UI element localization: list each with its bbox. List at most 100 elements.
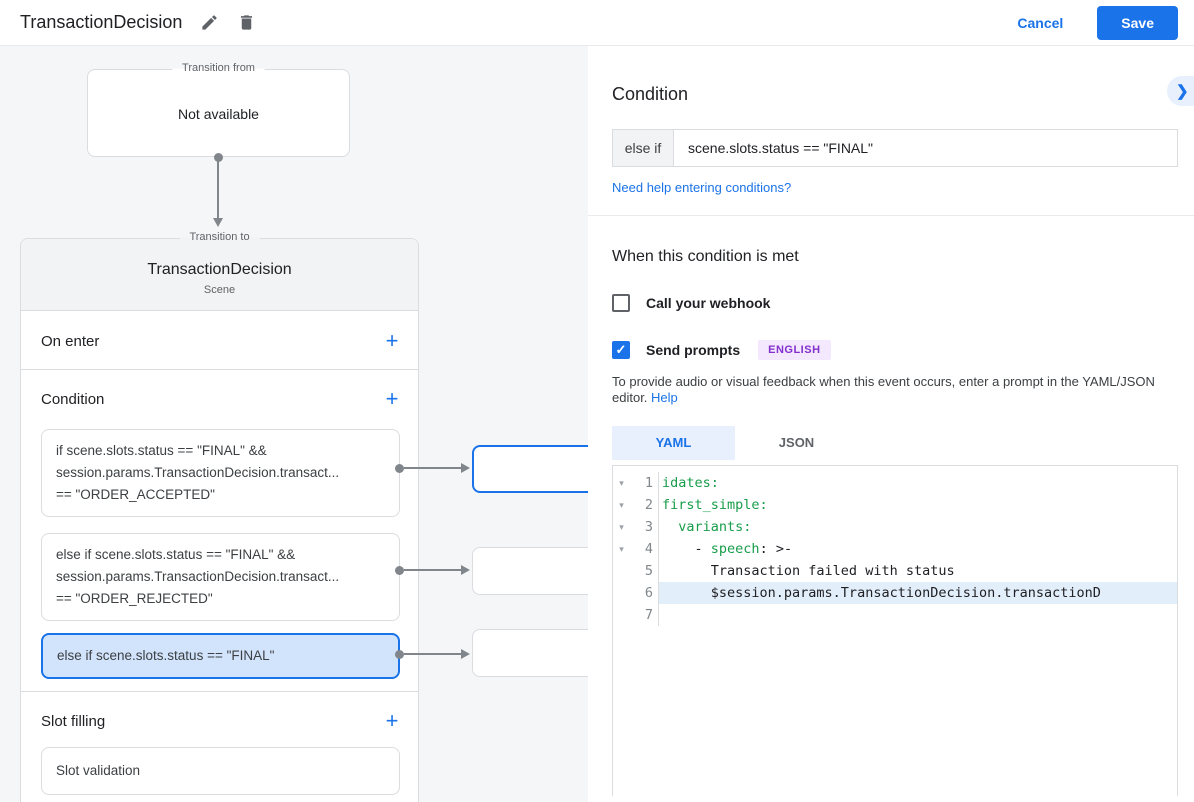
condition-item[interactable]: else if scene.slots.status == "FINAL" — [41, 633, 400, 679]
condition-text-line: == "ORDER_ACCEPTED" — [56, 487, 215, 502]
condition-text-line: if scene.slots.status == "FINAL" && — [56, 443, 267, 458]
fold-arrow-icon[interactable]: ▾ — [619, 544, 624, 554]
add-on-enter-button[interactable]: + — [380, 329, 404, 353]
save-button[interactable]: Save — [1097, 5, 1178, 40]
helper-text: To provide audio or visual feedback when… — [612, 374, 1155, 405]
arrow-down-icon — [213, 218, 223, 227]
fold-spacer — [613, 604, 630, 626]
editor-line: 7 — [613, 604, 1177, 626]
connector-line — [217, 158, 219, 220]
prompt-helper-text: To provide audio or visual feedback when… — [612, 374, 1178, 406]
code-text: Transaction failed with status — [662, 563, 955, 579]
line-number: 7 — [630, 604, 659, 626]
transition-target-node[interactable] — [472, 445, 588, 493]
help-link[interactable]: Help — [651, 390, 678, 405]
checkmark-icon: ✓ — [615, 342, 627, 357]
code-text: $session.params.TransactionDecision.tran… — [659, 582, 1177, 604]
arrow-right-icon — [461, 463, 470, 473]
call-webhook-label: Call your webhook — [646, 295, 771, 311]
panel-title: Condition — [612, 84, 689, 104]
condition-item[interactable]: if scene.slots.status == "FINAL" && sessi… — [41, 429, 400, 517]
scene-flow-diagram: Transition from Not available Transition… — [0, 46, 588, 802]
condition-item[interactable]: else if scene.slots.status == "FINAL" &&… — [41, 533, 400, 621]
send-prompts-label: Send prompts — [646, 342, 741, 358]
panel-divider — [588, 215, 1194, 216]
add-slot-button[interactable]: + — [380, 709, 404, 733]
connector-dot — [395, 650, 404, 659]
connector-line — [404, 653, 462, 655]
slot-validation-label: Slot validation — [56, 763, 141, 778]
connector-line — [404, 569, 462, 571]
line-number: 5 — [630, 560, 659, 582]
code-text — [659, 604, 1177, 626]
chevron-right-icon: ❯ — [1176, 83, 1189, 100]
connector-dot — [395, 464, 404, 473]
condition-text-line: session.params.TransactionDecision.trans… — [56, 569, 340, 584]
transition-from-value: Not available — [178, 106, 259, 122]
scene-name: TransactionDecision — [147, 261, 292, 278]
send-prompts-row: ✓ Send prompts ENGLISH — [612, 340, 1178, 360]
transition-from-node: Transition from Not available — [87, 62, 350, 157]
transition-target-node[interactable] — [472, 547, 588, 595]
arrow-right-icon — [461, 649, 470, 659]
transition-target-node[interactable] — [472, 629, 588, 677]
transition-to-legend: Transition to — [179, 231, 260, 243]
condition-prefix-label: else if — [612, 129, 673, 167]
collapse-panel-button[interactable]: ❯ — [1167, 76, 1194, 106]
editor-line: 6 $session.params.TransactionDecision.tr… — [613, 582, 1177, 604]
line-number: 1 — [630, 472, 659, 494]
line-number: 6 — [630, 582, 659, 604]
fold-spacer — [613, 582, 630, 604]
delete-scene-button[interactable] — [237, 13, 256, 32]
scene-card-header: TransactionDecision Scene — [21, 239, 418, 311]
edit-title-button[interactable] — [200, 13, 219, 32]
code-text: - speech: >- — [662, 541, 793, 557]
condition-expression-row: else if — [612, 129, 1178, 167]
slot-validation-item[interactable]: Slot validation — [41, 747, 400, 795]
editor-line: 5 Transaction failed with status — [613, 560, 1177, 582]
condition-expression-input[interactable] — [673, 129, 1178, 167]
cancel-button[interactable]: Cancel — [1017, 14, 1064, 31]
fold-spacer — [613, 560, 630, 582]
tab-json[interactable]: JSON — [778, 435, 815, 450]
code-text: first_simple: — [662, 497, 768, 513]
language-badge: ENGLISH — [758, 340, 831, 360]
condition-text-line: session.params.TransactionDecision.trans… — [56, 465, 340, 480]
pencil-icon — [200, 13, 219, 32]
code-text: idates: — [662, 475, 719, 491]
condition-text-line: else if scene.slots.status == "FINAL" && — [56, 547, 296, 562]
line-number: 3 — [630, 516, 659, 538]
connector-dot — [395, 566, 404, 575]
scene-type-label: Scene — [203, 284, 236, 296]
line-number: 2 — [630, 494, 659, 516]
connector-dot — [214, 153, 223, 162]
fold-arrow-icon[interactable]: ▾ — [619, 500, 624, 510]
add-condition-button[interactable]: + — [380, 387, 404, 411]
trash-icon — [237, 13, 256, 32]
transition-from-legend: Transition from — [172, 62, 265, 74]
arrow-right-icon — [461, 565, 470, 575]
page-title: TransactionDecision — [20, 12, 183, 32]
condition-section-label: Condition — [41, 391, 105, 408]
conditions-help-link[interactable]: Need help entering conditions? — [612, 180, 792, 195]
code-text: variants: — [678, 519, 752, 535]
tab-yaml[interactable]: YAML — [612, 426, 735, 460]
section-divider — [21, 369, 418, 370]
fold-arrow-icon[interactable]: ▾ — [619, 478, 624, 488]
editor-line: ▾4 - speech: >- — [613, 538, 1177, 560]
editor-tabs: YAML JSON — [612, 426, 1178, 460]
connector-line — [404, 467, 462, 469]
call-webhook-checkbox[interactable] — [612, 294, 630, 312]
editor-line: ▾ 3 variants: — [613, 516, 1177, 538]
fold-arrow-icon[interactable]: ▾ — [619, 522, 624, 532]
transition-to-card: Transition to TransactionDecision Scene … — [20, 231, 419, 802]
webhook-row: Call your webhook — [612, 294, 1178, 312]
send-prompts-checkbox[interactable]: ✓ — [612, 341, 630, 359]
section-divider — [21, 691, 418, 692]
slot-filling-label: Slot filling — [41, 713, 106, 730]
condition-text-line: else if scene.slots.status == "FINAL" — [57, 648, 275, 663]
